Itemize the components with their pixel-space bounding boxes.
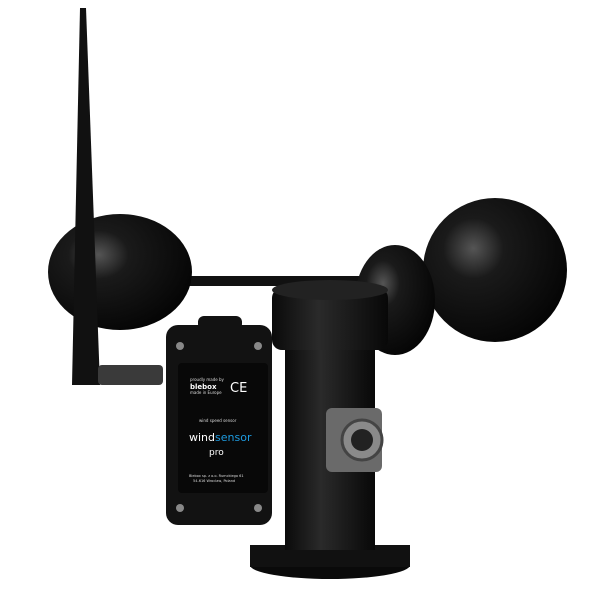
mounting-tab <box>198 316 242 330</box>
screw-icon <box>176 342 184 350</box>
screw-icon <box>254 342 262 350</box>
sensor-head-top <box>272 280 388 300</box>
left-cup <box>48 214 192 330</box>
base-plate <box>250 545 410 567</box>
right-cup <box>423 198 567 342</box>
connector-socket <box>351 429 373 451</box>
brand-tagline: proudly made by <box>190 377 225 382</box>
device-type: wind speed sensor <box>199 418 237 423</box>
brand-logo: blebox <box>190 383 217 391</box>
product-name: windsensor <box>189 431 252 444</box>
antenna-connector <box>98 365 163 385</box>
product-name-line2: pro <box>209 448 224 458</box>
antenna <box>72 8 100 385</box>
screw-icon <box>254 504 262 512</box>
label-text: proudly made by blebox made in Europe CE… <box>189 377 252 483</box>
origin-text: made in Europe <box>190 390 222 395</box>
label-panel <box>178 363 268 493</box>
ce-mark: CE <box>230 381 247 396</box>
sensor-head <box>272 288 388 350</box>
address-line2: 54-616 Wroclaw, Poland <box>193 479 235 483</box>
screw-icon <box>176 504 184 512</box>
address-line1: Blebox sp. z o.o. Rumckiego 61 <box>189 474 244 478</box>
